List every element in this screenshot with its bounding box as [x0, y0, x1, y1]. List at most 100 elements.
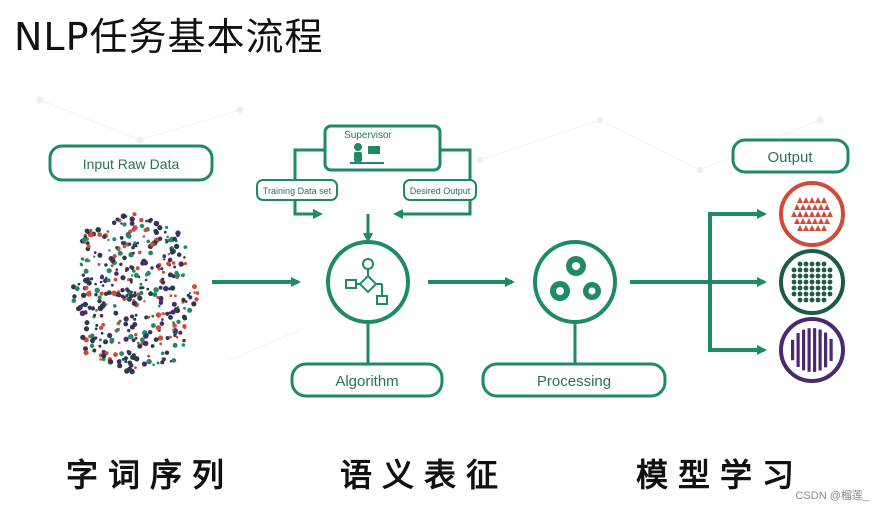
data-point [128, 242, 132, 246]
background-network [36, 96, 824, 361]
raw-data-points [71, 212, 200, 375]
dot-mark [827, 279, 833, 285]
dot-mark [815, 261, 821, 267]
data-point [97, 252, 103, 258]
output-green-cluster [779, 249, 845, 315]
watermark: CSDN @榴莲_ [795, 490, 869, 502]
data-point [158, 304, 161, 308]
algorithm-label: Algorithm [335, 373, 398, 390]
data-point [188, 295, 193, 300]
dot-mark [809, 261, 815, 267]
data-point [157, 267, 161, 271]
dot-mark [815, 267, 821, 273]
data-point [152, 292, 158, 297]
data-point [84, 228, 90, 234]
data-point [119, 236, 124, 240]
data-point [85, 241, 90, 246]
supervisor-box: Supervisor [323, 124, 442, 172]
dot-mark [791, 279, 797, 285]
data-point [86, 244, 91, 249]
data-point [153, 337, 159, 342]
supervisor-label: Supervisor [344, 130, 392, 141]
dot-mark [803, 291, 809, 297]
triangle-mark [821, 197, 827, 203]
dot-mark [803, 273, 809, 279]
data-point [121, 241, 126, 245]
data-point [146, 270, 151, 276]
data-point [133, 272, 139, 278]
data-point [129, 324, 135, 330]
data-point [105, 276, 108, 279]
data-point [157, 236, 163, 241]
dot-mark [827, 267, 833, 273]
data-point [146, 287, 150, 291]
triangle-mark [815, 197, 821, 203]
dot-mark [815, 291, 821, 297]
data-point [100, 275, 104, 280]
dot-mark [827, 291, 833, 297]
dot-mark [821, 285, 827, 291]
data-point [117, 246, 121, 251]
data-point [143, 300, 146, 303]
triangle-mark [803, 197, 809, 203]
data-point [111, 290, 117, 296]
triangle-mark [827, 211, 833, 217]
dot-mark [815, 297, 821, 303]
data-point [95, 323, 99, 327]
data-point [85, 237, 89, 241]
data-point [154, 230, 159, 236]
data-point [176, 305, 180, 309]
data-point [173, 243, 180, 250]
data-point [163, 258, 166, 261]
data-point [99, 291, 104, 296]
data-point [156, 361, 160, 365]
triangle-mark [821, 225, 827, 231]
data-point [71, 298, 77, 304]
data-point [160, 267, 164, 271]
data-point [90, 339, 95, 344]
bar-pattern-icon [791, 328, 833, 372]
data-point [122, 244, 127, 249]
data-point [169, 294, 173, 298]
triangle-mark [824, 204, 830, 210]
algorithm-box: Algorithm [290, 362, 444, 398]
bar-mark [807, 328, 811, 372]
data-point [194, 297, 199, 302]
data-point [131, 338, 136, 343]
data-point [125, 269, 128, 273]
data-point [80, 292, 87, 298]
data-point [158, 295, 164, 301]
data-point [85, 277, 91, 282]
data-point [123, 356, 128, 361]
data-point [117, 250, 123, 256]
data-point [120, 294, 124, 298]
data-point [129, 368, 135, 375]
triangle-mark [818, 218, 824, 224]
data-point [151, 314, 155, 318]
page-title: NLP任务基本流程 [14, 15, 324, 59]
triangle-mark [806, 218, 812, 224]
data-point [95, 309, 98, 312]
input-raw-data-label: Input Raw Data [83, 156, 180, 172]
dot-mark [803, 279, 809, 285]
triangle-mark [815, 211, 821, 217]
data-point [117, 341, 121, 345]
data-point [172, 342, 178, 348]
data-point [155, 325, 162, 331]
data-point [184, 300, 188, 303]
data-point [143, 228, 148, 233]
data-point [137, 341, 140, 345]
data-point [83, 310, 88, 315]
data-point [181, 314, 187, 320]
bar-mark [802, 329, 806, 371]
triangle-mark [800, 204, 806, 210]
dot-mark [791, 267, 797, 273]
data-point [83, 346, 88, 352]
data-point [142, 235, 146, 238]
data-point [82, 301, 89, 308]
triangle-mark [791, 211, 797, 217]
data-point [193, 291, 196, 294]
data-point [129, 216, 135, 222]
output-purple-cluster [779, 317, 845, 383]
bar-mark [791, 339, 795, 361]
